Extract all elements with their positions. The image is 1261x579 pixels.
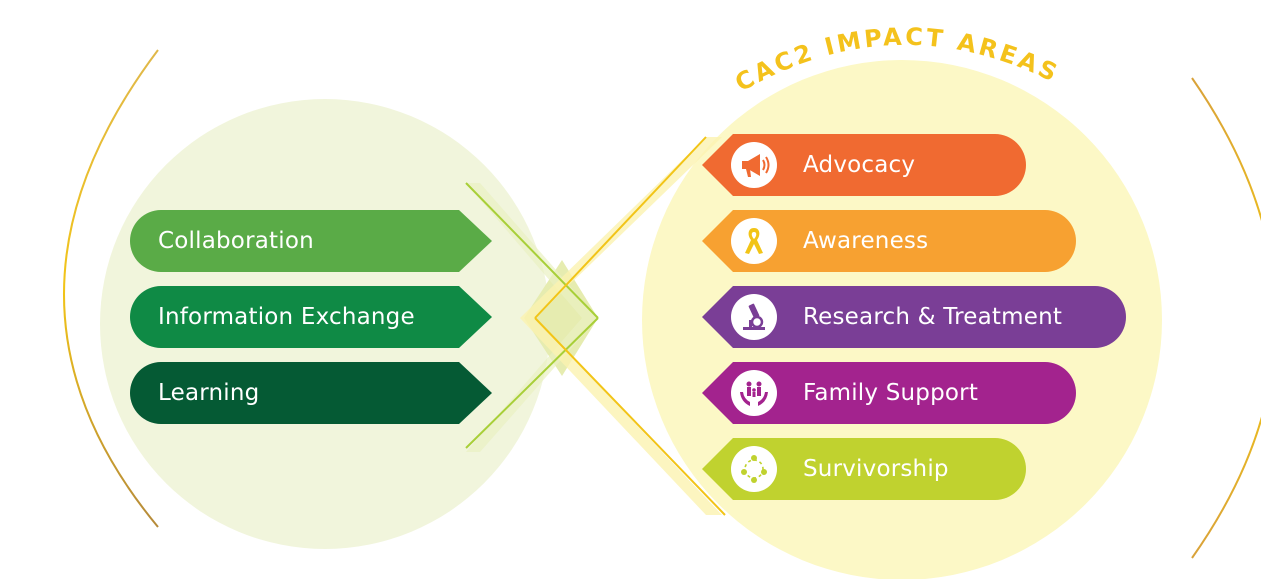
gold-line-bottom — [534, 317, 726, 516]
right-item-label: Research & Treatment — [803, 304, 1063, 330]
right-item-advocacy: Advocacy — [702, 134, 1026, 196]
community-circle-icon — [731, 446, 777, 492]
right-item-label: Advocacy — [803, 152, 916, 178]
family-hands-icon — [731, 370, 777, 416]
right-item-research-treatment: Research & Treatment — [702, 286, 1126, 348]
left-outer-arc — [63, 49, 159, 528]
right-item-label: Awareness — [803, 228, 929, 254]
right-item-awareness: Awareness — [702, 210, 1076, 272]
megaphone-icon — [731, 142, 777, 188]
left-item-label: Learning — [158, 380, 260, 406]
right-outer-arc — [1191, 77, 1261, 559]
right-item-survivorship: Survivorship — [702, 438, 1026, 500]
green-line-top — [465, 182, 599, 319]
right-item-family-support: Family Support — [702, 362, 1076, 424]
left-item-label: Collaboration — [158, 228, 314, 254]
center-diamond-core — [524, 260, 598, 376]
left-item-collaboration: Collaboration — [130, 210, 492, 272]
left-item-information-exchange: Information Exchange — [130, 286, 492, 348]
left-item-label: Information Exchange — [158, 304, 415, 330]
green-line-bottom — [465, 317, 599, 449]
microscope-icon — [731, 294, 777, 340]
right-item-label: Family Support — [803, 380, 979, 406]
ribbon-icon — [731, 218, 777, 264]
right-item-label: Survivorship — [803, 456, 949, 482]
gold-line-top — [534, 136, 707, 319]
left-item-learning: Learning — [130, 362, 492, 424]
